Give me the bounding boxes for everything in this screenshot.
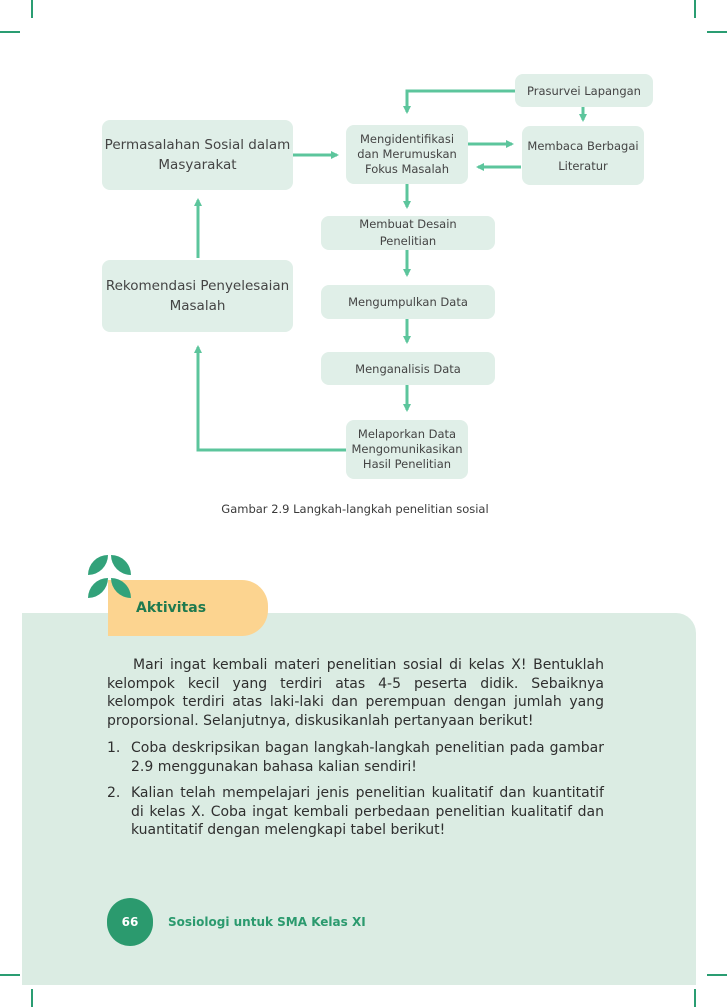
node-design-label: Membuat Desain Penelitian xyxy=(359,217,457,248)
node-analyze: Menganalisis Data xyxy=(321,352,495,385)
node-presurvey: Prasurvei Lapangan xyxy=(515,74,653,107)
activity-item-1-text: Coba deskripsikan bagan langkah-langkah … xyxy=(131,740,604,775)
crop-mark-bottom-left-v xyxy=(31,989,33,1007)
node-identify-label: Mengidentifikasi dan Merumuskan Fokus Ma… xyxy=(357,132,457,176)
node-presurvey-label: Prasurvei Lapangan xyxy=(527,83,641,98)
node-report: Melaporkan Data Mengomunikasikan Hasil P… xyxy=(346,420,468,479)
crop-mark-top-left-h xyxy=(0,31,20,33)
node-problems: Permasalahan Sosial dalam Masyarakat xyxy=(102,120,293,190)
node-literature: Membaca Berbagai Literatur xyxy=(522,126,644,185)
node-collect: Mengumpulkan Data xyxy=(321,285,495,319)
node-recommend-label: Rekomendasi Penyelesaian Masalah xyxy=(105,278,290,314)
activity-item-2-number: 2. xyxy=(107,785,121,801)
activity-item-2-text: Kalian telah mempelajari jenis penelitia… xyxy=(131,785,604,838)
arrow-presurvey-to-identify xyxy=(403,89,515,114)
crop-mark-top-right-h xyxy=(707,31,727,33)
arrow-report-to-recommend xyxy=(194,345,346,452)
crop-mark-top-left-v xyxy=(31,0,33,18)
activity-intro: Mari ingat kembali materi penelitian sos… xyxy=(107,657,604,729)
node-report-label: Melaporkan Data Mengomunikasikan Hasil P… xyxy=(351,427,463,471)
crop-mark-bottom-right-v xyxy=(694,989,696,1007)
figure-caption: Gambar 2.9 Langkah-langkah penelitian so… xyxy=(221,502,489,516)
crop-mark-bottom-right-h xyxy=(707,974,727,976)
node-analyze-label: Menganalisis Data xyxy=(355,361,461,376)
activity-title: Aktivitas xyxy=(136,600,207,616)
crop-mark-top-right-v xyxy=(694,0,696,18)
node-identify: Mengidentifikasi dan Merumuskan Fokus Ma… xyxy=(346,125,468,184)
activity-tab xyxy=(108,580,268,636)
node-collect-label: Mengumpulkan Data xyxy=(348,295,468,309)
node-literature-label: Membaca Berbagai Literatur xyxy=(527,138,639,173)
crop-mark-bottom-left-h xyxy=(0,974,20,976)
footer-book-title: Sosiologi untuk SMA Kelas XI xyxy=(168,915,366,929)
node-problems-label: Permasalahan Sosial dalam Masyarakat xyxy=(104,137,291,173)
page-number: 66 xyxy=(107,898,153,946)
node-design: Membuat Desain Penelitian xyxy=(321,216,495,250)
activity-item-1-number: 1. xyxy=(107,740,121,756)
node-recommend: Rekomendasi Penyelesaian Masalah xyxy=(102,260,293,332)
flow-arrows xyxy=(194,89,587,452)
